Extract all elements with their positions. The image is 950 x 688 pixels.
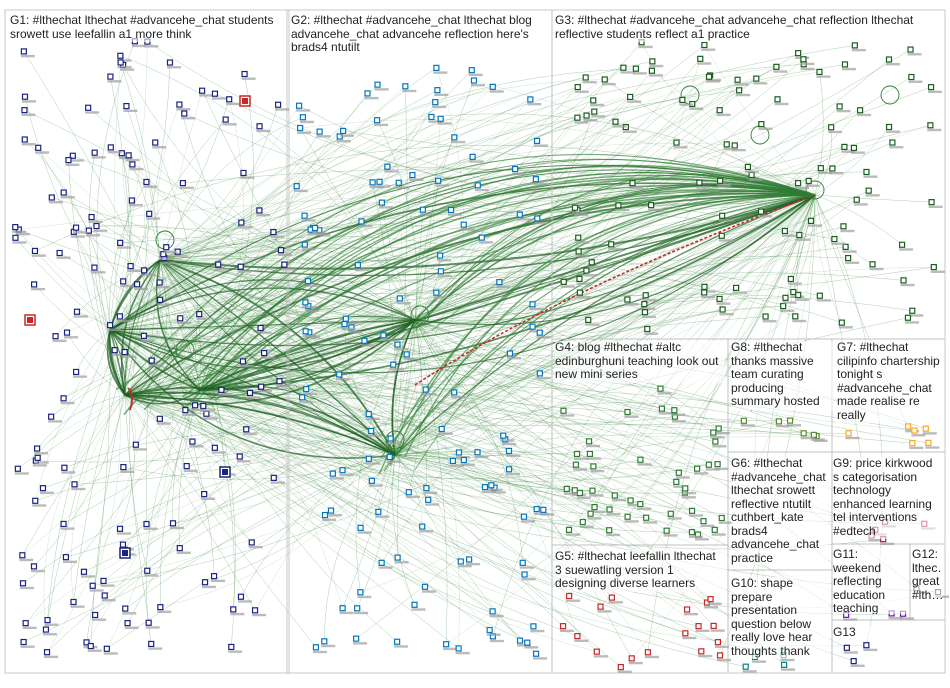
group-label-g7: G7: #lthechat cilipinfo chartership toni… (837, 341, 942, 423)
group-label-g11: G11: weekend reflecting education teachi… (833, 548, 909, 614)
group-label-g4: G4: blog #lthechat #altc edinburghuni te… (555, 341, 725, 383)
group-label-g2: G2: #lthechat #advancehe_chat lthechat b… (291, 14, 549, 56)
mstatic-node (240, 96, 250, 106)
highlight-node (220, 467, 230, 477)
group-label-g9: G9: price kirkwood s categorisation tech… (833, 457, 941, 539)
group-label-g3: G3: #lthechat #advancehe_chat advancehe_… (555, 14, 940, 42)
group-label-g12: G12: lthec… great #lth… (912, 548, 942, 602)
group-label-g6: G6: #lthechat #advancehe_chat lthechat s… (731, 457, 828, 565)
group-label-g13: G13 (833, 626, 873, 640)
youtube-node (25, 315, 35, 325)
group-label-g5: G5: #lthechat leefallin lthechat 3 suewa… (555, 550, 725, 592)
group-label-g1: G1: #lthechat lthechat #advancehe_chat s… (10, 14, 286, 42)
selected-node (120, 548, 130, 558)
group-label-g8: G8: #lthechat thanks massive team curati… (731, 341, 834, 411)
group-label-g10: G10: shape prepare presentation question… (731, 577, 829, 659)
